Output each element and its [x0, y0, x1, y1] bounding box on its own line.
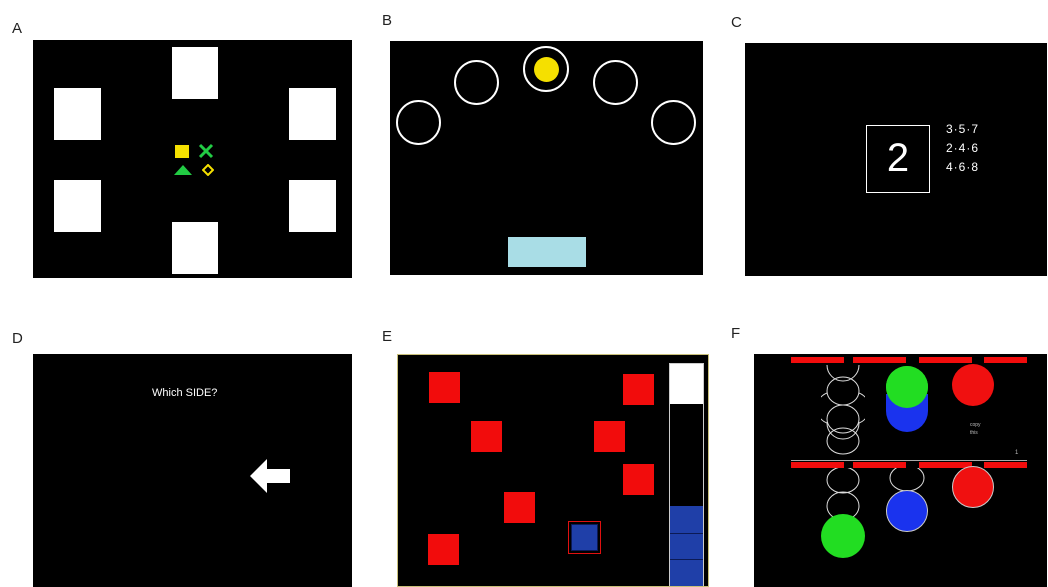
target-circle-far-right[interactable] — [651, 100, 696, 145]
bottom-shelf-4 — [984, 462, 1027, 468]
which-side-prompt: Which SIDE? — [152, 387, 217, 399]
panel-c: 2 3·5·7 2·4·6 4·6·8 — [745, 43, 1047, 276]
sequence-option-2[interactable]: 2·4·6 — [946, 141, 979, 155]
target-circle-right[interactable] — [593, 60, 638, 105]
level-meter-top-segment — [670, 364, 703, 404]
target-circle-far-left[interactable] — [396, 100, 441, 145]
yellow-square-icon — [175, 145, 189, 158]
white-square-top[interactable] — [172, 47, 218, 99]
red-square[interactable] — [623, 464, 654, 495]
red-square[interactable] — [429, 372, 460, 403]
sequence-option-3[interactable]: 4·6·8 — [946, 160, 979, 174]
blue-ball-bottom[interactable] — [886, 490, 928, 532]
blue-square[interactable] — [571, 524, 598, 551]
red-square[interactable] — [594, 421, 625, 452]
level-meter-fill — [670, 506, 703, 586]
red-square[interactable] — [504, 492, 535, 523]
level-divider — [670, 559, 703, 560]
panel-label-d: D — [12, 330, 23, 347]
panel-label-c: C — [731, 14, 742, 31]
white-square-lower-left[interactable] — [54, 180, 101, 232]
paddle[interactable] — [508, 237, 586, 267]
red-ball[interactable] — [952, 364, 994, 406]
yellow-ball — [534, 57, 559, 82]
panel-a — [33, 40, 352, 278]
level-divider — [670, 533, 703, 534]
panel-label-f: F — [731, 325, 740, 342]
top-shelf-3 — [919, 357, 972, 363]
white-square-upper-left[interactable] — [54, 88, 101, 140]
yellow-diamond-icon — [202, 164, 214, 176]
panel-b — [390, 41, 703, 275]
top-shelf-4 — [984, 357, 1027, 363]
target-digit: 2 — [866, 133, 930, 183]
level-meter — [669, 363, 704, 587]
green-triangle-icon — [173, 164, 193, 176]
target-circle-left[interactable] — [454, 60, 499, 105]
red-square[interactable] — [428, 534, 459, 565]
red-square[interactable] — [623, 374, 654, 405]
move-counter: 1 — [1015, 450, 1018, 456]
green-cross-icon — [198, 143, 214, 159]
white-square-lower-right[interactable] — [289, 180, 336, 232]
white-square-upper-right[interactable] — [289, 88, 336, 140]
panel-d: Which SIDE? — [33, 354, 352, 587]
instruction-text-1: copy — [970, 422, 981, 428]
top-peg-left-outline — [821, 363, 865, 455]
left-arrow-icon — [250, 458, 292, 494]
red-square[interactable] — [471, 421, 502, 452]
panel-f: copy this 1 — [754, 354, 1047, 587]
panel-label-a: A — [12, 20, 22, 37]
sequence-option-1[interactable]: 3·5·7 — [946, 122, 979, 136]
divider-line — [791, 460, 1027, 461]
white-square-bottom[interactable] — [172, 222, 218, 274]
panel-label-e: E — [382, 328, 392, 345]
red-ball-bottom[interactable] — [952, 466, 994, 508]
panel-label-b: B — [382, 12, 392, 29]
green-ball-front — [886, 366, 928, 408]
instruction-text-2: this — [970, 430, 978, 436]
panel-e — [397, 354, 709, 587]
green-ball-bottom[interactable] — [821, 514, 865, 558]
